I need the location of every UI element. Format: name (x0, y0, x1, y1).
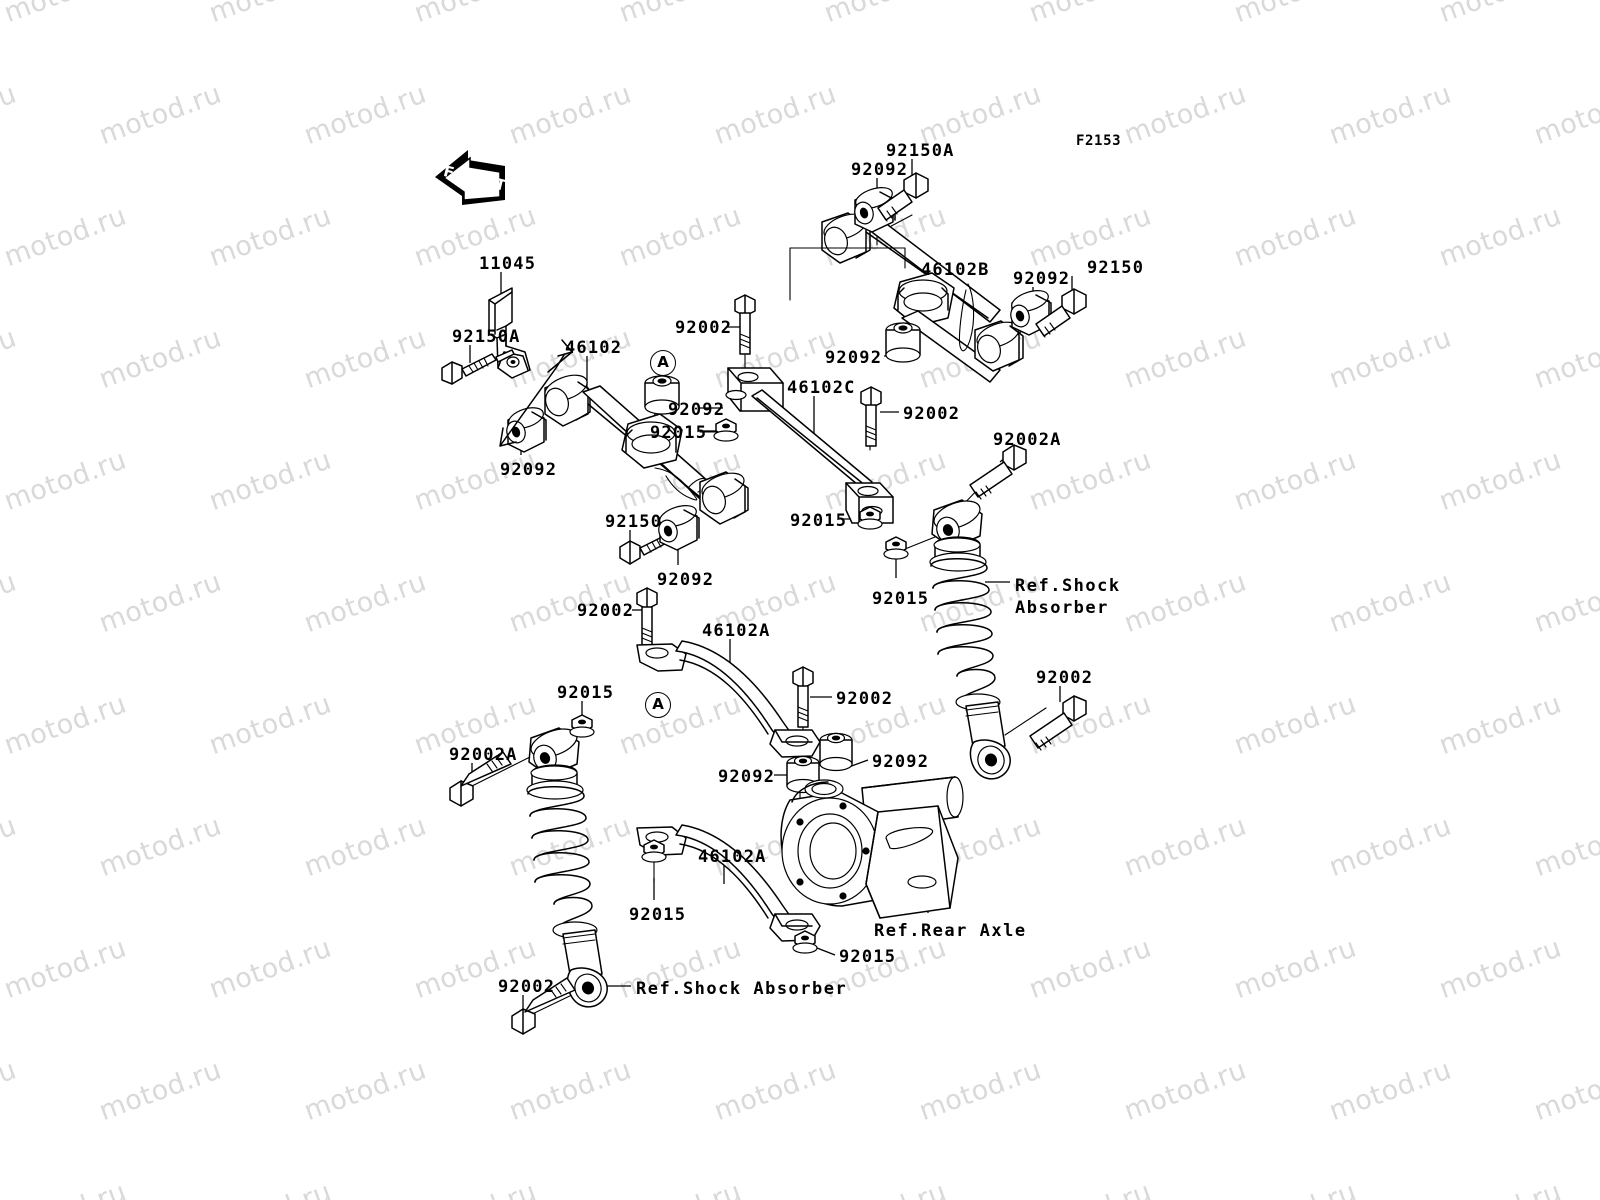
part-92092-bushing-left (499, 354, 565, 453)
part-92092-bushing-hub-right (819, 732, 853, 772)
callout-92015-left-shock[interactable]: 92015 (557, 683, 615, 703)
part-92002-bolt-lowermid (636, 587, 658, 649)
part-92015-nut-arm-upper (641, 839, 667, 863)
callout-92002-lower[interactable]: 92002 (577, 601, 635, 621)
part-92092-bushing-top (854, 187, 896, 233)
callout-92092-mid[interactable]: 92092 (657, 570, 715, 590)
callout-92092-hub-right[interactable]: 92092 (872, 752, 930, 772)
callout-92015-center[interactable]: 92015 (650, 423, 708, 443)
part-92015-nut-left-shock (569, 714, 595, 738)
ref-shock-absorber-left: Ref.Shock Absorber (636, 979, 848, 999)
callout-92002-center[interactable]: 92002 (675, 318, 733, 338)
callout-92002-left-shock[interactable]: 92002 (498, 977, 556, 997)
callout-92015-low[interactable]: 92015 (790, 511, 848, 531)
part-92150a-bolt-top (877, 172, 929, 222)
part-92002-bolt-46102c (860, 386, 882, 447)
part-rear-axle-hub (780, 776, 964, 919)
part-92002-bolt-arm (792, 666, 814, 728)
callout-92002a-left[interactable]: 92002A (449, 745, 518, 765)
part-92015-nut-center (713, 418, 739, 442)
part-92002-bolt-left-shock (511, 977, 576, 1035)
front-marker: FRONT (432, 142, 510, 208)
callout-92002-right-shock[interactable]: 92002 (1036, 668, 1094, 688)
callout-46102b[interactable]: 46102B (921, 260, 990, 280)
callout-92150a-left[interactable]: 92150A (452, 327, 521, 347)
callout-92002-right[interactable]: 92002 (903, 404, 961, 424)
callout-92150-mid[interactable]: 92150 (605, 512, 663, 532)
part-92092-bushing-a (644, 375, 680, 415)
callout-92015-arm-lower[interactable]: 92015 (839, 947, 897, 967)
part-shock-absorber-left (526, 727, 608, 1008)
callout-marker-a-lower[interactable]: A (645, 692, 671, 718)
ref-shock-absorber-right: Ref.Shock Absorber (1015, 576, 1121, 619)
callout-92150a-top[interactable]: 92150A (886, 141, 955, 161)
callout-46102[interactable]: 46102 (565, 338, 623, 358)
part-46102-upper-left-rod (544, 374, 749, 525)
part-46102a-rod-upper (636, 640, 821, 758)
part-92015-nut-arm-lower (792, 930, 818, 954)
callout-92092-a-marker[interactable]: 92092 (668, 400, 726, 420)
callout-92092-top-left[interactable]: 92092 (851, 160, 909, 180)
part-92002-bolt-right-shock (1029, 695, 1087, 751)
leader-lines (469, 159, 1073, 1014)
upper-arm-bracket-line (789, 247, 906, 301)
callout-92150-top-right[interactable]: 92150 (1087, 258, 1145, 278)
ref-rear-axle: Ref.Rear Axle (874, 921, 1027, 941)
front-marker-label: FRONT (441, 162, 509, 196)
part-shock-absorber-right (929, 499, 1011, 780)
callout-92015-shock[interactable]: 92015 (872, 589, 930, 609)
diagram-code: F2153 (1076, 133, 1122, 149)
callout-92015-arm[interactable]: 92015 (629, 905, 687, 925)
part-92092-bushing-upperarm (885, 322, 921, 363)
part-92002-bolt-center (734, 294, 756, 355)
part-92092-bushing-mid (658, 505, 700, 551)
callout-92092-top-right[interactable]: 92092 (1013, 269, 1071, 289)
callout-marker-a-upper[interactable]: A (650, 350, 676, 376)
callout-92092-hub-left[interactable]: 92092 (718, 767, 776, 787)
callout-46102a-lower[interactable]: 46102A (698, 847, 767, 867)
callout-92092-left[interactable]: 92092 (500, 460, 558, 480)
callout-92002a-right[interactable]: 92002A (993, 430, 1062, 450)
part-92015-nut-46102c (857, 506, 883, 530)
part-46102c-tie-rod (725, 367, 894, 524)
part-92002a-bolt-right (969, 444, 1027, 500)
callout-92092-upper-arm[interactable]: 92092 (825, 348, 883, 368)
part-92150a-bolt-left (441, 349, 515, 385)
part-46102b-upper-right-rod (821, 212, 1024, 383)
callout-11045[interactable]: 11045 (479, 254, 537, 274)
callout-46102a-upper[interactable]: 46102A (702, 621, 771, 641)
part-92015-nut-right-shock (883, 536, 909, 560)
callout-46102c[interactable]: 46102C (787, 378, 856, 398)
part-92002a-bolt-left (449, 751, 512, 807)
callout-92002-arm[interactable]: 92002 (836, 689, 894, 709)
part-92092-bushing-topright (1010, 290, 1052, 336)
front-direction-arrow (435, 150, 505, 205)
part-92150-bolt-topright (1035, 288, 1087, 338)
